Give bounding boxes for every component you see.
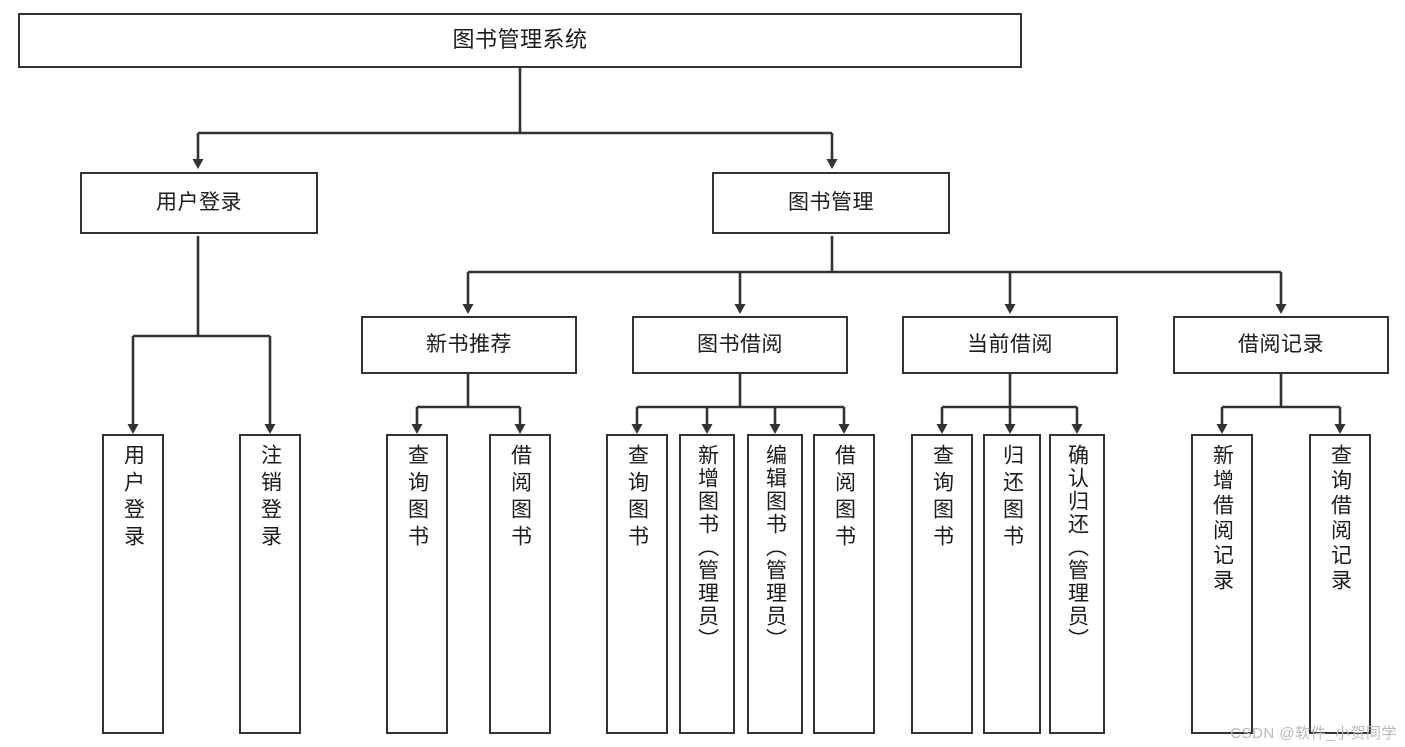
node-label: 新增借阅记录 — [1210, 444, 1234, 594]
leaf-add-borrow-record[interactable]: 新增借阅记录 — [1191, 434, 1253, 734]
node-label: 图书借阅 — [697, 333, 783, 357]
leaf-borrow-book-recommend[interactable]: 借阅图书 — [489, 434, 551, 734]
node-label: 新书推荐 — [426, 333, 512, 357]
node-label: 当前借阅 — [967, 333, 1053, 357]
node-label: 用户登录 — [156, 191, 242, 215]
leaf-return-book[interactable]: 归还图书 — [983, 434, 1041, 734]
leaf-logout-login[interactable]: 注销登录 — [239, 434, 301, 734]
node-label: 用户登录 — [121, 444, 145, 552]
leaf-borrow-book-borrow[interactable]: 借阅图书 — [813, 434, 875, 734]
csdn-watermark: CSDN @软件_小贺同学 — [1230, 725, 1397, 742]
node-user-login[interactable]: 用户登录 — [80, 172, 318, 234]
node-book-borrow[interactable]: 图书借阅 — [632, 316, 848, 374]
node-label: 新增图书（管理员） — [695, 444, 719, 651]
leaf-query-book-borrow[interactable]: 查询图书 — [606, 434, 668, 734]
node-label: 查询图书 — [405, 444, 429, 552]
node-label: 编辑图书（管理员） — [763, 444, 787, 651]
leaf-query-borrow-record[interactable]: 查询借阅记录 — [1309, 434, 1371, 734]
leaf-add-book[interactable]: 新增图书（管理员） — [679, 434, 735, 734]
leaf-query-book-recommend[interactable]: 查询图书 — [386, 434, 448, 734]
node-label: 查询借阅记录 — [1328, 444, 1352, 594]
leaf-query-book-current[interactable]: 查询图书 — [911, 434, 973, 734]
node-label: 查询图书 — [625, 444, 649, 552]
node-current-borrow[interactable]: 当前借阅 — [902, 316, 1118, 374]
node-label: 查询图书 — [930, 444, 954, 552]
node-label: 确认归还（管理员） — [1065, 444, 1089, 651]
node-label: 借阅图书 — [832, 444, 856, 552]
leaf-edit-book[interactable]: 编辑图书（管理员） — [747, 434, 803, 734]
node-label: 归还图书 — [1000, 444, 1024, 552]
node-label: 注销登录 — [258, 444, 282, 552]
node-label: 借阅记录 — [1238, 333, 1324, 357]
leaf-user-login[interactable]: 用户登录 — [102, 434, 164, 734]
node-label: 图书管理 — [788, 191, 874, 215]
node-root-system[interactable]: 图书管理系统 — [18, 13, 1022, 68]
node-borrow-record[interactable]: 借阅记录 — [1173, 316, 1389, 374]
node-label: 图书管理系统 — [452, 27, 588, 53]
leaf-confirm-return[interactable]: 确认归还（管理员） — [1049, 434, 1105, 734]
node-new-book-recommend[interactable]: 新书推荐 — [361, 316, 577, 374]
node-book-manage[interactable]: 图书管理 — [712, 172, 950, 234]
node-label: 借阅图书 — [508, 444, 532, 552]
